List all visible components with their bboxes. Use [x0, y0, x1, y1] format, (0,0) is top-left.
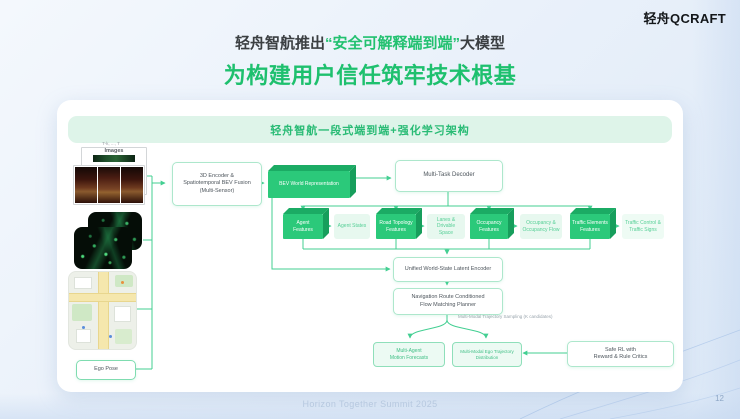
architecture-banner: 轻舟智航一段式端到端+强化学习架构 [68, 116, 672, 143]
background-bottom-band [0, 393, 740, 419]
images-label: Images [104, 148, 124, 154]
camera-images-thumbnail: Images [73, 147, 149, 205]
background-right-band [692, 0, 740, 419]
lidar-pointcloud-thumbnail [74, 212, 144, 270]
node-agent-features: Agent Features [283, 214, 323, 239]
camera-photo-middle [98, 167, 120, 203]
camera-photo-left [75, 167, 97, 203]
node-3d-encoder: 3D Encoder & Spatiotemporal BEV Fusion (… [172, 162, 262, 206]
map-thumbnail [68, 271, 137, 350]
node-multi-task-decoder: Multi-Task Decoder [395, 160, 503, 192]
node-safe-rl-critics: Safe RL with Reward & Rule Critics [567, 341, 674, 367]
node-agent-states: Agent States [334, 214, 370, 239]
title-suffix: 大模型 [460, 35, 506, 52]
time-window-label: T-k, ..., T [102, 141, 120, 146]
map-road-vertical [98, 272, 110, 349]
map-green-area [114, 329, 132, 345]
images-front-card [73, 165, 145, 205]
title-highlight: “安全可解释端到端” [324, 35, 460, 52]
title-prefix: 轻舟智航推出 [234, 35, 325, 52]
map-building [75, 328, 92, 343]
footer-event-name: Horizon Together Summit 2025 [302, 399, 438, 409]
node-occupancy-flow: Occupancy & Occupancy Flow [520, 214, 562, 239]
map-building [74, 276, 93, 290]
map-green-area [114, 275, 134, 288]
page-number: 12 [715, 394, 724, 403]
node-traffic-elements-features: Traffic Elements Features [570, 214, 610, 239]
node-road-topology-features: Road Topology Features [376, 214, 416, 239]
map-building [113, 305, 131, 322]
slide-title: 轻舟智航推出“安全可解释端到端”大模型 [0, 32, 740, 53]
sampling-annotation: Multi-Modal Trajectory Sampling (K candi… [458, 314, 553, 319]
lidar-front-card [74, 227, 132, 269]
node-ego-pose: Ego Pose [76, 360, 136, 380]
map-road-horizontal [69, 292, 136, 302]
map-green-area [71, 304, 92, 322]
node-lanes-drivable-space: Lanes & Drivable Space [427, 214, 465, 239]
camera-strip-image [93, 155, 135, 162]
node-unified-world-state-latent-encoder: Unified World-State Latent Encoder [393, 257, 503, 282]
node-flow-matching-planner: Navigation Route Conditioned Flow Matchi… [393, 288, 503, 315]
node-occupancy-features: Occupancy Features [470, 214, 508, 239]
node-traffic-control-signs: Traffic Control & Traffic Signs [622, 214, 664, 239]
node-ego-trajectory-distribution: Multi-Modal Ego Trajectory Distribution [452, 342, 522, 367]
map-poi-dot [120, 281, 124, 285]
node-bev-world-representation: BEV World Representation [268, 171, 350, 198]
camera-photo-right [121, 167, 143, 203]
node-multi-agent-motion-forecasts: Multi-Agent Motion Forecasts [373, 342, 445, 367]
slide-subtitle: 为构建用户信任筑牢技术根基 [223, 63, 517, 88]
qcraft-logo: 轻舟QCRAFT [643, 11, 726, 26]
map-poi-dot [109, 335, 113, 339]
map-poi-dot [82, 325, 86, 329]
